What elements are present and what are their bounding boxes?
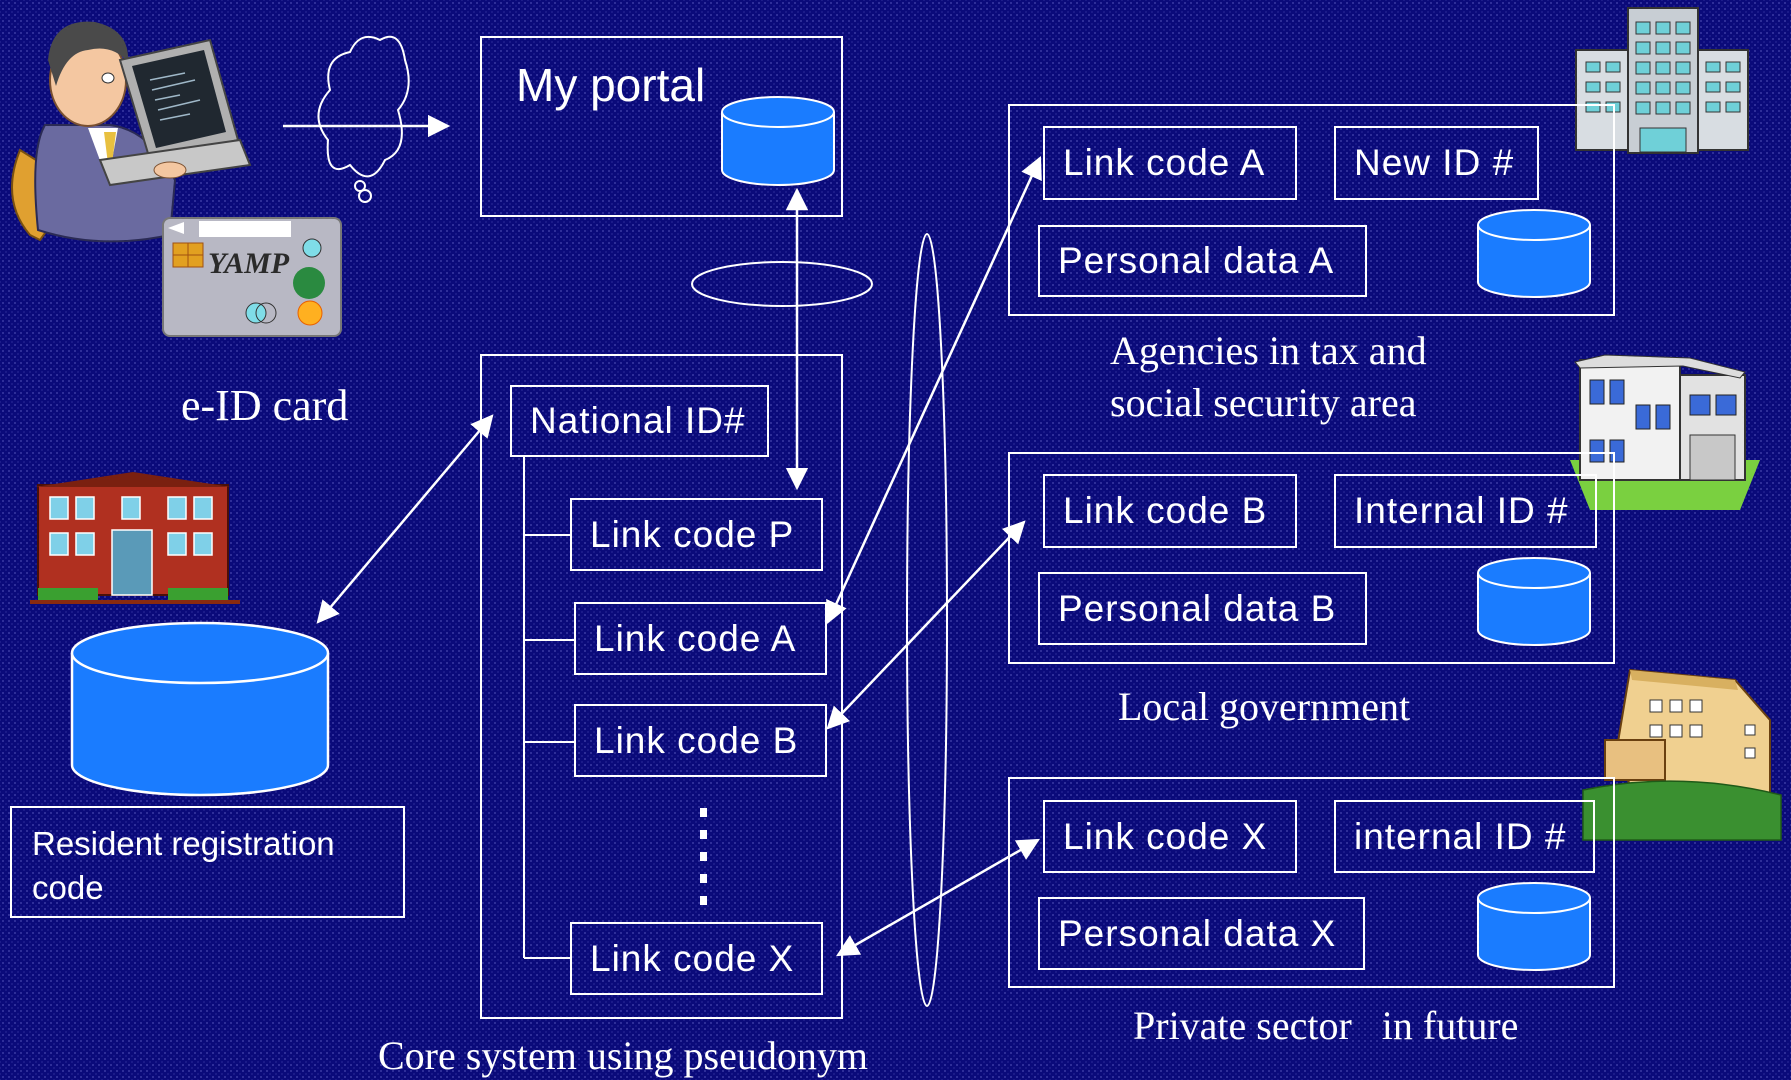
private-sector-database-icon (1477, 882, 1591, 971)
agency-link-ellipse (906, 233, 948, 1007)
core-link-code-x: Link code X (570, 922, 823, 995)
svg-text:YAMP: YAMP (208, 247, 290, 280)
link-x-arrow (836, 838, 1040, 957)
private-personal-data: Personal data X (1038, 897, 1365, 970)
local-link-code: Link code B (1043, 474, 1297, 548)
local-gov-box (1008, 452, 1615, 664)
tax-agency-building-icon (1575, 7, 1749, 154)
core-link-code-p: Link code P (570, 498, 823, 571)
tax-link-code: Link code A (1043, 126, 1297, 200)
core-link-code-b: Link code B (574, 704, 827, 777)
tax-agency-database-icon (1477, 209, 1591, 298)
tax-agency-box (1008, 104, 1615, 316)
tax-new-id: New ID # (1334, 126, 1539, 200)
eid-card-caption: e-ID card (181, 381, 349, 430)
core-link-code-a: Link code A (574, 602, 827, 675)
core-system-box (480, 354, 843, 1019)
private-sector-box (1008, 777, 1615, 988)
my-portal-box: My portal (480, 36, 843, 217)
tax-agency-caption: Agencies in tax and social security area (1110, 328, 1427, 425)
core-system-caption: Core system using pseudonym (378, 1033, 868, 1078)
private-link-code: Link code X (1043, 800, 1297, 873)
private-sector-building-icon (1582, 668, 1782, 841)
core-tree-lines (523, 457, 574, 959)
portal-link-ellipse (691, 261, 873, 307)
resident-database-icon (70, 621, 330, 797)
local-internal-id: Internal ID # (1334, 474, 1597, 548)
local-gov-database-icon (1477, 557, 1591, 646)
my-portal-title: My portal (516, 59, 706, 111)
eid-card-icon: YAMP (162, 217, 342, 337)
private-sector-caption: Private sector in future (1133, 1003, 1519, 1048)
resident-to-national-id-arrow (316, 414, 494, 624)
link-b-arrow (826, 520, 1026, 730)
national-id-box: National ID# (510, 385, 769, 457)
municipal-office-building-icon (30, 472, 240, 604)
local-gov-caption: Local government (1118, 684, 1411, 729)
resident-registration-label: Resident registration code (32, 825, 335, 906)
ellipsis-dots (700, 808, 707, 905)
private-internal-id: internal ID # (1334, 800, 1595, 873)
local-personal-data: Personal data B (1038, 572, 1367, 645)
resident-registration-box: Resident registration code (10, 806, 405, 918)
local-government-building-icon (1570, 354, 1760, 510)
internet-cloud-icon (317, 35, 410, 203)
user-at-laptop-icon (11, 21, 252, 243)
tax-personal-data: Personal data A (1038, 225, 1367, 297)
